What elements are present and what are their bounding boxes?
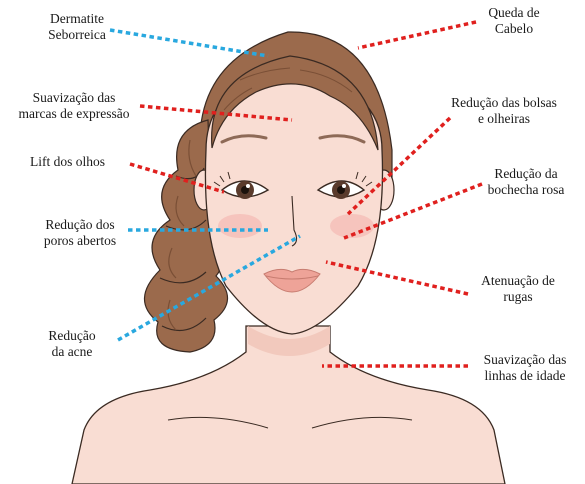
label-line: marcas de expressão bbox=[2, 106, 146, 122]
label-queda: Queda de Cabelo bbox=[478, 5, 550, 37]
label-line: Lift dos olhos bbox=[30, 154, 105, 170]
label-rugas: Atenuação de rugas bbox=[466, 273, 570, 305]
label-line: Redução dos bbox=[30, 217, 130, 233]
label-line: Redução da bbox=[470, 166, 582, 182]
label-suavizacao-marcas: Suavização das marcas de expressão bbox=[2, 90, 146, 122]
label-acne: Redução da acne bbox=[40, 328, 104, 360]
left-blush bbox=[218, 214, 262, 238]
label-line: rugas bbox=[466, 289, 570, 305]
label-bochecha: Redução da bochecha rosa bbox=[470, 166, 582, 198]
label-line: Seborreica bbox=[36, 27, 118, 43]
label-line: Redução das bolsas bbox=[430, 95, 578, 111]
label-line: Cabelo bbox=[478, 21, 550, 37]
label-line: Redução bbox=[40, 328, 104, 344]
label-line: Atenuação de bbox=[466, 273, 570, 289]
label-lift: Lift dos olhos bbox=[30, 154, 105, 170]
label-line: Suavização das bbox=[470, 352, 580, 368]
label-line: bochecha rosa bbox=[470, 182, 582, 198]
marker-queda bbox=[358, 22, 476, 48]
label-line: da acne bbox=[40, 344, 104, 360]
label-linhas: Suavização das linhas de idade bbox=[470, 352, 580, 384]
label-line: Queda de bbox=[478, 5, 550, 21]
label-line: Dermatite bbox=[36, 11, 118, 27]
label-line: poros abertos bbox=[30, 233, 130, 249]
label-line: e olheiras bbox=[430, 111, 578, 127]
label-line: Suavização das bbox=[2, 90, 146, 106]
marker-dermatite bbox=[110, 30, 268, 56]
label-line: linhas de idade bbox=[470, 368, 580, 384]
label-bolsas: Redução das bolsas e olheiras bbox=[430, 95, 578, 127]
label-dermatite: Dermatite Seborreica bbox=[36, 11, 118, 43]
label-poros: Redução dos poros abertos bbox=[30, 217, 130, 249]
